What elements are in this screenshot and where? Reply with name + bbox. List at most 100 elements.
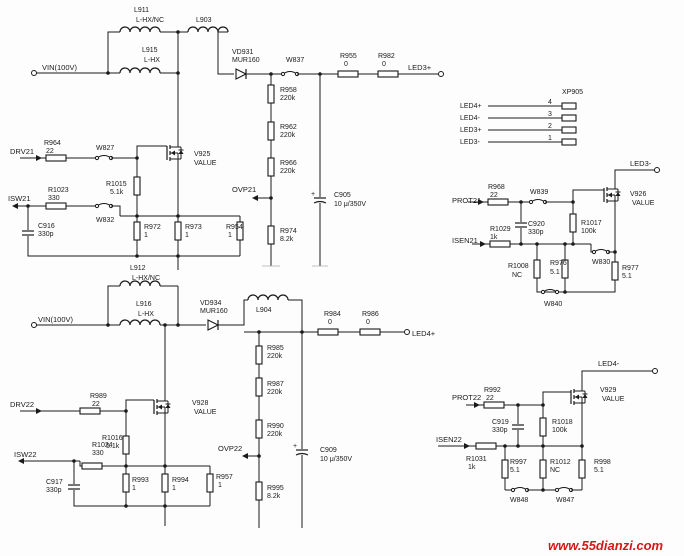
l916-value: L-HX	[138, 311, 154, 318]
pin-2: 2	[548, 123, 552, 130]
ovp21-label: OVP21	[232, 185, 256, 194]
r997-value: 5.1	[510, 467, 520, 474]
led3p-label: LED3+	[408, 63, 432, 72]
r957-ref: R957	[216, 474, 233, 481]
vd934-ref: VD934	[200, 300, 222, 307]
r1023-value: 330	[48, 195, 60, 202]
v926-ref: V926	[630, 191, 646, 198]
r986-value: 0	[366, 319, 370, 326]
r994-value: 1	[172, 485, 176, 492]
vd931-value: MUR160	[232, 57, 260, 64]
l912-ref: L912	[130, 265, 146, 272]
protection-led3m: LED3- V926 VALUE PROT21 R968 22 W839 C92…	[452, 159, 660, 308]
drv21-label: DRV21	[10, 147, 34, 156]
r992-value: 22	[486, 395, 494, 402]
r1015-value: 5.1k	[110, 189, 124, 196]
l904-ref: L904	[256, 307, 272, 314]
r998-value: 5.1	[594, 467, 604, 474]
r1024-value: 330	[92, 450, 104, 457]
r954-value: 1	[228, 232, 232, 239]
r964-ref: R964	[44, 140, 61, 147]
r1018-value: 100k	[552, 427, 568, 434]
r987-ref: R987	[267, 381, 284, 388]
r992-ref: R992	[484, 387, 501, 394]
v928-value: VALUE	[194, 409, 217, 416]
l911-value: L-HX/NC	[136, 17, 164, 24]
pin-1: 1	[548, 135, 552, 142]
c905-ref: C905	[334, 192, 351, 199]
xp-led4p: LED4+	[460, 103, 482, 110]
r986-ref: R986	[362, 311, 379, 318]
w837-ref: W837	[286, 57, 304, 64]
w839-ref: W839	[530, 189, 548, 196]
r1017-value: 100k	[581, 228, 597, 235]
r974-ref: R974	[280, 228, 297, 235]
r1012-ref: R1012	[550, 459, 571, 466]
r958-ref: R958	[280, 87, 297, 94]
r1029-value: 1k	[490, 234, 498, 241]
r989-value: 22	[92, 401, 100, 408]
l916-ref: L916	[136, 301, 152, 308]
l911-ref: L911	[134, 7, 149, 14]
xp-led3p: LED3+	[460, 127, 482, 134]
r954-ref: R954	[226, 224, 243, 231]
c909-ref: C909	[320, 447, 337, 454]
l915-ref: L915	[142, 47, 158, 54]
r977-ref: R977	[622, 265, 639, 272]
r976-ref: R976	[550, 260, 567, 267]
v928-ref: V928	[192, 400, 208, 407]
r990-ref: R990	[267, 423, 284, 430]
led3m-label: LED3-	[630, 159, 652, 168]
r1023-ref: R1023	[48, 187, 69, 194]
r1017-ref: R1017	[581, 220, 602, 227]
xp905-ref: XP905	[562, 89, 583, 96]
r1018-ref: R1018	[552, 419, 573, 426]
v929-ref: V929	[600, 387, 616, 394]
isw22-label: ISW22	[14, 450, 37, 459]
r1012-value: NC	[550, 467, 560, 474]
vin-label-2: VIN(100V)	[38, 315, 74, 324]
v925-ref: V925	[194, 151, 210, 158]
pin-3: 3	[548, 111, 552, 118]
c909-value: 10 μ/350V	[320, 456, 352, 463]
led4m-label: LED4-	[598, 359, 620, 368]
r1031-value: 1k	[468, 464, 476, 471]
r1008-value: NC	[512, 272, 522, 279]
ovp22-label: OVP22	[218, 444, 242, 453]
w832-ref: W832	[96, 217, 114, 224]
r984-value: 0	[328, 319, 332, 326]
r994-ref: R994	[172, 477, 189, 484]
r987-value: 220k	[267, 389, 283, 396]
r1015-ref: R1015	[106, 181, 127, 188]
prot21-label: PROT21	[452, 196, 481, 205]
c905-value: 10 μ/350V	[334, 201, 366, 208]
c917-ref: C917	[46, 479, 63, 486]
watermark: www.55dianzi.com	[548, 538, 664, 553]
l915-value: L-HX	[144, 57, 160, 64]
v929-value: VALUE	[602, 396, 625, 403]
r957-value: 1	[218, 482, 222, 489]
r974-value: 8.2k	[280, 236, 294, 243]
channel-led3: VIN(100V) L911 L-HX/NC L915 L-HX L903 VD…	[8, 7, 444, 270]
w830-ref: W830	[592, 259, 610, 266]
v925-value: VALUE	[194, 160, 217, 167]
r972-ref: R972	[144, 224, 161, 231]
r973-value: 1	[185, 232, 189, 239]
r1016-ref: R1016	[102, 435, 123, 442]
isen21-label: ISEN21	[452, 236, 478, 245]
r995-value: 8.2k	[267, 493, 281, 500]
r997-ref: R997	[510, 459, 527, 466]
c920-ref: C920	[528, 221, 545, 228]
r989-ref: R989	[90, 393, 107, 400]
drv22-label: DRV22	[10, 400, 34, 409]
xp-led4m: LED4-	[460, 115, 481, 122]
r973-ref: R973	[185, 224, 202, 231]
r1008-ref: R1008	[508, 263, 529, 270]
r976-value: 5.1	[550, 269, 560, 276]
r968-ref: R968	[488, 184, 505, 191]
r982-ref: R982	[378, 53, 395, 60]
r985-ref: R985	[267, 345, 284, 352]
r985-value: 220k	[267, 353, 283, 360]
channel-led4: VIN(100V) L912 L-HX/NC L916 L-HX VD934 M…	[10, 265, 436, 528]
